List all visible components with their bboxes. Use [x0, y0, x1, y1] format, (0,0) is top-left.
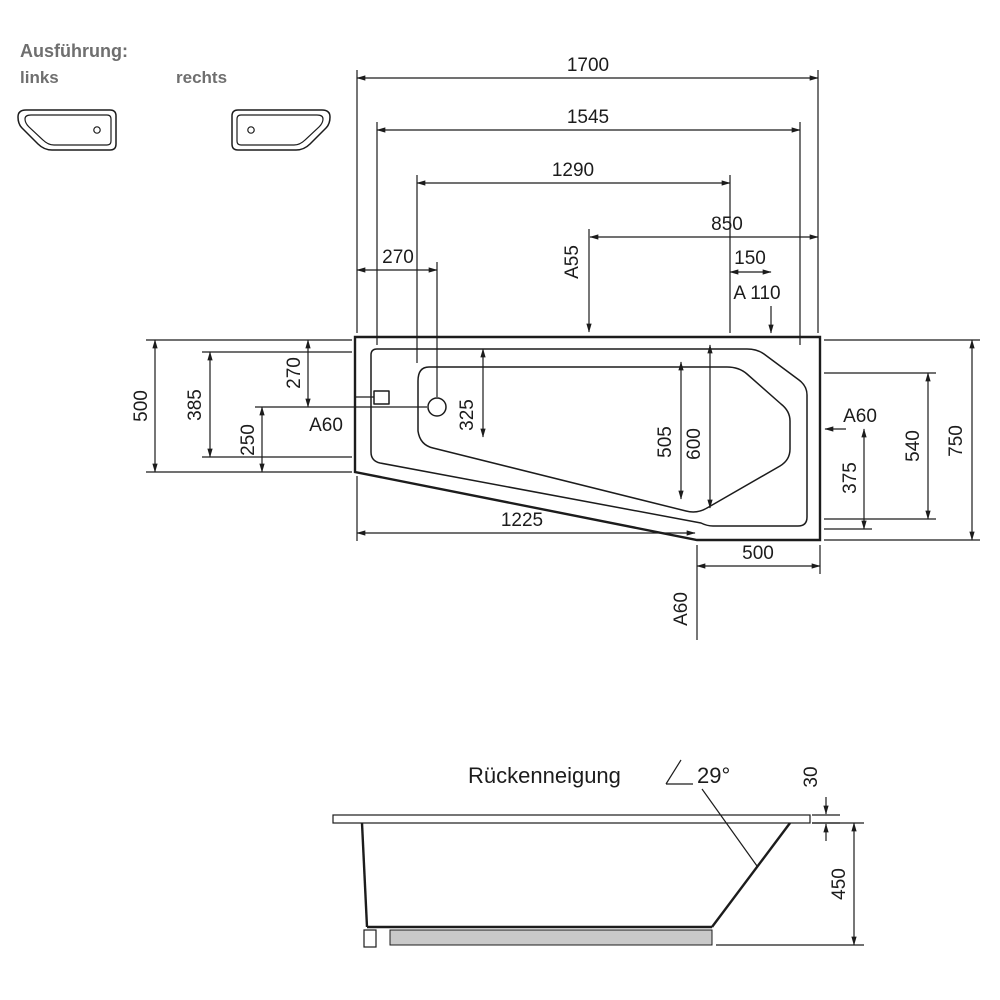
- dim-a60-left-label: A60: [309, 415, 343, 436]
- slope-label: Rückenneigung: [468, 763, 621, 788]
- dim-500-bottom: 500: [696, 543, 821, 640]
- dim-750-label: 750: [946, 425, 967, 457]
- dim-540: 540: [824, 372, 936, 520]
- dim-a60-right: A60: [824, 406, 877, 432]
- legend: Ausführung: links rechts: [17, 41, 331, 151]
- dim-375-label: 375: [840, 462, 861, 494]
- slope-leader-line: [701, 788, 758, 867]
- dim-270-top-label: 270: [382, 247, 414, 268]
- tub-icon-right: [231, 109, 331, 151]
- tub-outer-contour: [353, 335, 822, 542]
- dim-385: 385: [185, 351, 352, 458]
- dim-450-label: 450: [829, 868, 850, 900]
- dim-1700-label: 1700: [567, 55, 609, 76]
- dim-a60-right-label: A60: [843, 406, 877, 427]
- dim-505: 505: [655, 361, 684, 500]
- dim-30: 30: [801, 766, 840, 841]
- dim-750: 750: [824, 339, 980, 541]
- dim-540-label: 540: [903, 430, 924, 462]
- slope-angle-label: 29°: [697, 763, 730, 788]
- side-left-wall: [360, 822, 369, 928]
- dim-250: 250: [238, 406, 427, 473]
- dim-270-top: 270: [356, 247, 438, 397]
- dim-a55-label: A55: [562, 245, 583, 279]
- legend-title: Ausführung:: [20, 41, 128, 61]
- dim-a110-label: A 110: [733, 283, 780, 304]
- tub-rim-contour: [370, 348, 808, 527]
- dim-450: 450: [716, 822, 864, 946]
- side-rim: [332, 814, 811, 824]
- dim-250-label: 250: [238, 424, 259, 456]
- dim-850-label: 850: [711, 214, 743, 235]
- dim-1290-label: 1290: [552, 160, 594, 181]
- dim-505-label: 505: [655, 426, 676, 458]
- dim-600: 600: [684, 344, 713, 509]
- dim-1225: 1225: [356, 476, 696, 541]
- dim-385-label: 385: [185, 389, 206, 421]
- dim-1700: 1700: [356, 55, 819, 333]
- dim-a55: A55: [562, 229, 592, 333]
- dim-500-left: 500: [131, 339, 352, 473]
- top-view-outline: [353, 335, 822, 542]
- legend-right-label: rechts: [176, 68, 227, 87]
- dim-325: 325: [457, 348, 486, 438]
- dim-1545-label: 1545: [567, 107, 609, 128]
- dim-270-left-label: 270: [284, 357, 305, 389]
- dim-500-left-label: 500: [131, 390, 152, 422]
- dim-a60-bottom-label: A60: [671, 592, 692, 626]
- dim-600-label: 600: [684, 428, 705, 460]
- support-base: [389, 929, 713, 946]
- legend-left-label: links: [20, 68, 59, 87]
- drain-outlet: [363, 929, 377, 948]
- tub-icon-left: [17, 109, 117, 151]
- dim-375: 375: [824, 428, 872, 530]
- tub-basin-contour: [417, 366, 791, 513]
- angle-icon: [665, 759, 693, 785]
- dim-150-label: 150: [734, 248, 766, 269]
- dim-a60-bottom: A60: [671, 592, 692, 626]
- slope-annotation: Rückenneigung 29°: [468, 759, 758, 867]
- dim-270-left: 270: [284, 339, 311, 408]
- dim-150: 150: [729, 248, 772, 275]
- dim-500-bottom-label: 500: [742, 543, 774, 564]
- dim-a60-left: A60: [309, 415, 343, 436]
- dim-1225-label: 1225: [501, 510, 543, 531]
- dim-850: 850: [589, 214, 819, 240]
- side-back-slope: [711, 822, 791, 928]
- drain-hole: [427, 397, 447, 417]
- side-view-outline: [332, 814, 811, 948]
- dim-a110: A 110: [733, 283, 781, 334]
- dim-325-label: 325: [457, 399, 478, 431]
- dim-30-label: 30: [801, 766, 822, 787]
- overflow-marker: [373, 390, 390, 405]
- dim-1545: 1545: [376, 107, 801, 345]
